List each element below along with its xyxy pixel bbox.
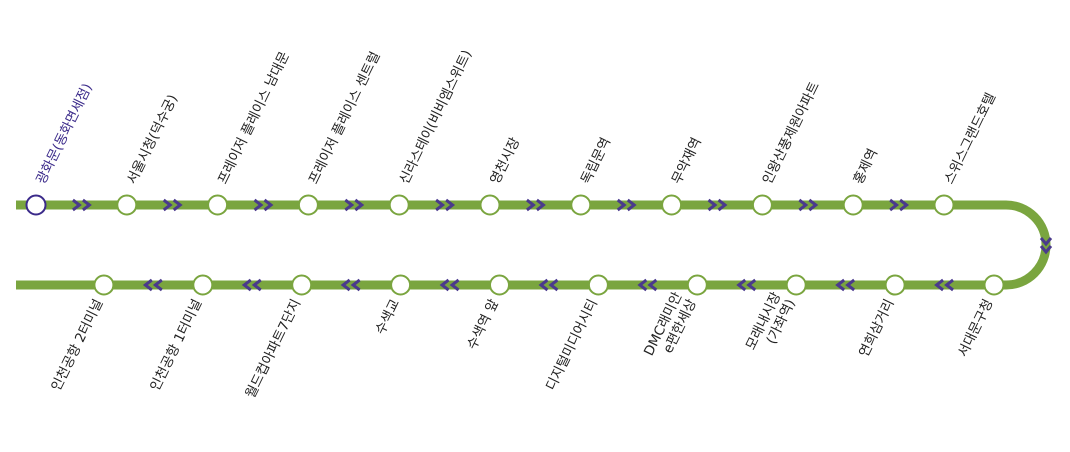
route-line bbox=[16, 200, 1051, 290]
station-marker[interactable] bbox=[116, 194, 138, 216]
station-marker[interactable] bbox=[587, 274, 609, 296]
direction-arrow-icon bbox=[934, 278, 954, 292]
direction-arrow-icon bbox=[889, 198, 910, 212]
direction-arrow-icon bbox=[616, 198, 637, 212]
station-label: 연희삼거리 bbox=[856, 297, 898, 360]
station-marker[interactable] bbox=[192, 274, 214, 296]
direction-arrow-icon bbox=[253, 198, 274, 212]
loop-arrow-icon bbox=[1039, 237, 1053, 255]
station-marker[interactable] bbox=[388, 194, 410, 216]
station-marker[interactable] bbox=[291, 274, 313, 296]
station-marker[interactable] bbox=[933, 194, 955, 216]
station-label-line: 연희삼거리 bbox=[856, 297, 898, 360]
station-marker[interactable] bbox=[479, 194, 501, 216]
station-marker[interactable] bbox=[390, 274, 412, 296]
direction-arrow-icon bbox=[344, 198, 365, 212]
direction-arrow-icon bbox=[707, 198, 728, 212]
direction-arrow-icon bbox=[798, 198, 819, 212]
station-marker[interactable] bbox=[661, 194, 683, 216]
stations bbox=[25, 194, 1005, 296]
station-label: 모래내시장(가좌역) bbox=[743, 290, 799, 360]
direction-arrow-icon bbox=[435, 198, 456, 212]
station-label-line: 월드컵아파트7단지 bbox=[243, 297, 305, 401]
station-label: 월드컵아파트7단지 bbox=[243, 297, 305, 401]
station-label-line: 인천공항 1터미널 bbox=[147, 297, 205, 394]
direction-arrow-icon bbox=[637, 278, 658, 292]
station-marker[interactable] bbox=[842, 194, 864, 216]
station-label-line: 수색교 bbox=[372, 297, 403, 338]
station-label: DMC래미안e편한세상 bbox=[641, 290, 700, 366]
station-label-current: 광화문(동화면세점) bbox=[33, 81, 96, 187]
station-label: 인천공항 2터미널 bbox=[48, 297, 106, 394]
station-label: 독립문역 bbox=[578, 135, 614, 187]
station-marker[interactable] bbox=[884, 274, 906, 296]
direction-arrow-icon bbox=[340, 278, 361, 292]
station-label-line: 수색역 앞 bbox=[464, 297, 502, 353]
station-label: 수색역 앞 bbox=[464, 297, 502, 353]
station-label: 프레이저 플레이스 센트럴 bbox=[306, 49, 384, 187]
station-label: 서대문구청 bbox=[955, 297, 997, 360]
station-label: 영천시장 bbox=[487, 135, 523, 187]
station-label: 무악재역 bbox=[669, 135, 705, 187]
station-marker[interactable] bbox=[297, 194, 319, 216]
direction-arrow-icon bbox=[439, 278, 460, 292]
station-marker[interactable] bbox=[489, 274, 510, 296]
station-label-line: 서대문구청 bbox=[955, 297, 997, 360]
station-marker[interactable] bbox=[207, 194, 229, 216]
direction-arrow-icon bbox=[835, 278, 856, 292]
station-marker[interactable] bbox=[686, 274, 708, 296]
direction-arrow-icon bbox=[736, 278, 757, 292]
direction-arrow-icon bbox=[71, 198, 92, 212]
direction-arrows bbox=[71, 198, 1053, 292]
station-marker[interactable] bbox=[983, 274, 1005, 296]
station-label: 스위스그랜드호텔 bbox=[941, 90, 999, 186]
station-marker[interactable] bbox=[93, 274, 115, 296]
direction-arrow-icon bbox=[142, 278, 163, 292]
station-label: 인왕산풍제원아파트 bbox=[760, 79, 823, 186]
station-label: 디지털미디어시티 bbox=[543, 297, 601, 393]
station-label: 신라스테이(비비엠스위트) bbox=[396, 47, 475, 186]
station-marker[interactable] bbox=[785, 274, 807, 296]
station-label: 서울시청(덕수궁) bbox=[124, 92, 181, 187]
station-label-line: 인천공항 2터미널 bbox=[48, 297, 106, 394]
direction-arrow-icon bbox=[538, 278, 559, 292]
station-label: 인천공항 1터미널 bbox=[147, 297, 205, 394]
station-marker[interactable] bbox=[570, 194, 592, 216]
direction-arrow-icon bbox=[241, 278, 262, 292]
station-current[interactable] bbox=[25, 194, 47, 216]
direction-arrow-icon bbox=[525, 198, 546, 212]
station-label: 홍제역 bbox=[850, 146, 881, 187]
station-marker[interactable] bbox=[751, 194, 773, 216]
station-label-line: 디지털미디어시티 bbox=[543, 297, 601, 393]
station-label: 수색교 bbox=[372, 297, 403, 338]
station-label: 프레이저 플레이스 남대문 bbox=[215, 49, 293, 187]
direction-arrow-icon bbox=[162, 198, 183, 212]
